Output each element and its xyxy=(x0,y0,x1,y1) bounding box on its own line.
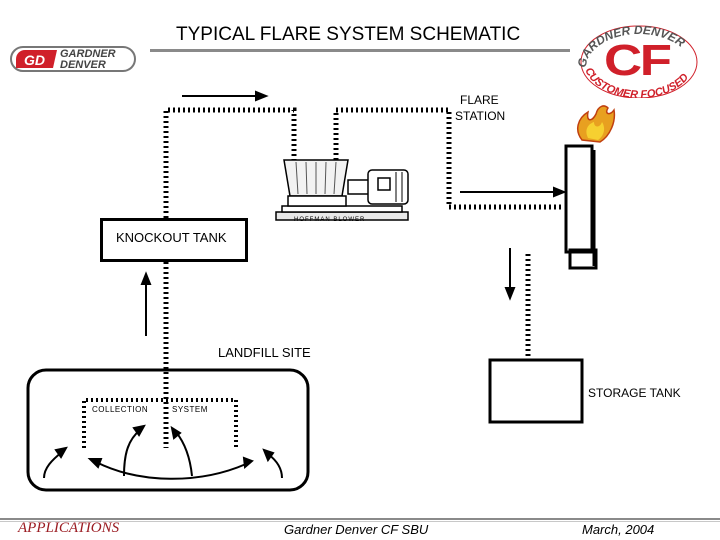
landfill-gas-curves xyxy=(43,424,283,480)
collection-label: COLLECTION xyxy=(92,405,149,414)
svg-text:GD: GD xyxy=(24,52,45,68)
system-label: SYSTEM xyxy=(172,405,208,414)
footer-right-text: March, 2004 xyxy=(582,522,655,537)
flow-arrows xyxy=(140,90,567,336)
hoffman-blower xyxy=(275,159,409,221)
flare-stack xyxy=(564,144,598,270)
landfill-site-label: LANDFILL SITE xyxy=(218,345,311,360)
gardner-denver-logo: GD GARDNER DENVER xyxy=(10,46,136,72)
gd-logo-mark: GD xyxy=(10,46,136,72)
storage-tank-label: STORAGE TANK xyxy=(588,386,681,400)
title-rule-left xyxy=(150,49,570,52)
flare-station-label-line2: STATION xyxy=(455,109,506,123)
footer-center-text: Gardner Denver CF SBU xyxy=(284,522,429,537)
cf-letters: CF xyxy=(604,36,672,85)
footer-rule-secondary xyxy=(0,521,720,522)
flame-icon xyxy=(577,105,616,143)
cf-logo-ring: GARDNER DENVER CUSTOMER FOCUSED xyxy=(576,23,698,98)
flare-station-label-line1: FLARE xyxy=(460,93,499,107)
collection-wells xyxy=(82,398,238,448)
landfill-site-boundary xyxy=(26,368,310,492)
footer-left-text: APPLICATIONS xyxy=(18,520,120,536)
blower-label: HOFFMAN BLOWER xyxy=(294,217,366,223)
pipe-knockout-to-blower xyxy=(163,107,297,218)
knockout-tank-label: KNOCKOUT TANK xyxy=(116,230,227,245)
gd-logo-line1: GARDNER xyxy=(60,48,116,60)
gd-logo-line2: DENVER xyxy=(60,59,106,71)
cf-customer-focused-logo: GARDNER DENVER CUSTOMER FOCUSED CF xyxy=(576,18,702,98)
slide-title: TYPICAL FLARE SYSTEM SCHEMATIC xyxy=(176,24,521,45)
storage-tank-shape xyxy=(488,358,584,424)
footer-rule xyxy=(0,518,720,520)
knockout-tank-box: KNOCKOUT TANK xyxy=(100,218,248,262)
